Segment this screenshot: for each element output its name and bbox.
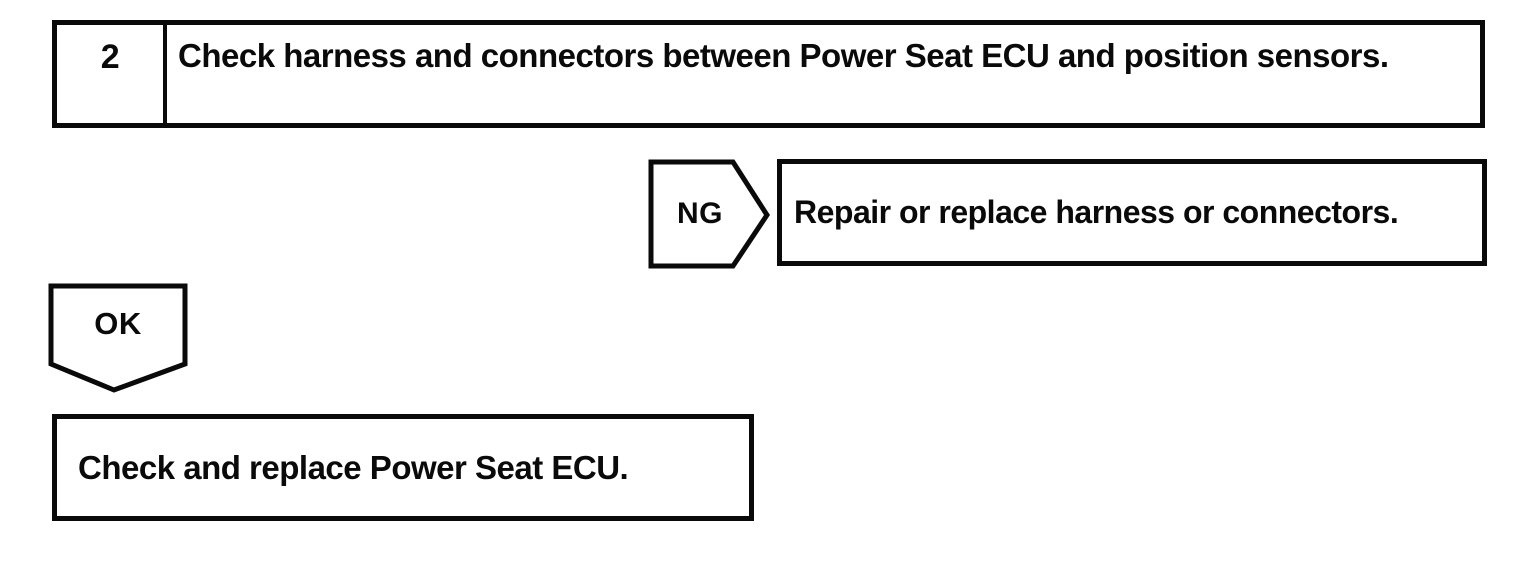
step-instruction-cell: Check harness and connectors between Pow… [167, 25, 1480, 123]
ok-action-text: Check and replace Power Seat ECU. [78, 448, 629, 486]
ok-pentagon-icon [48, 283, 188, 393]
ng-connector-shape: NG [648, 159, 770, 269]
step-number-cell: 2 [57, 25, 167, 123]
ng-label: NG [677, 197, 723, 230]
step-number: 2 [100, 38, 120, 76]
step-instruction-text: Check harness and connectors between Pow… [178, 37, 1389, 74]
ng-action-box: Repair or replace harness or connectors. [777, 159, 1487, 266]
ok-label: OK [94, 306, 142, 341]
ok-action-box: Check and replace Power Seat ECU. [52, 414, 754, 521]
step-box: 2 Check harness and connectors between P… [52, 20, 1485, 128]
ng-pentagon-icon [648, 159, 770, 269]
ok-connector-shape: OK [48, 283, 188, 393]
ng-action-text: Repair or replace harness or connectors. [794, 194, 1399, 230]
